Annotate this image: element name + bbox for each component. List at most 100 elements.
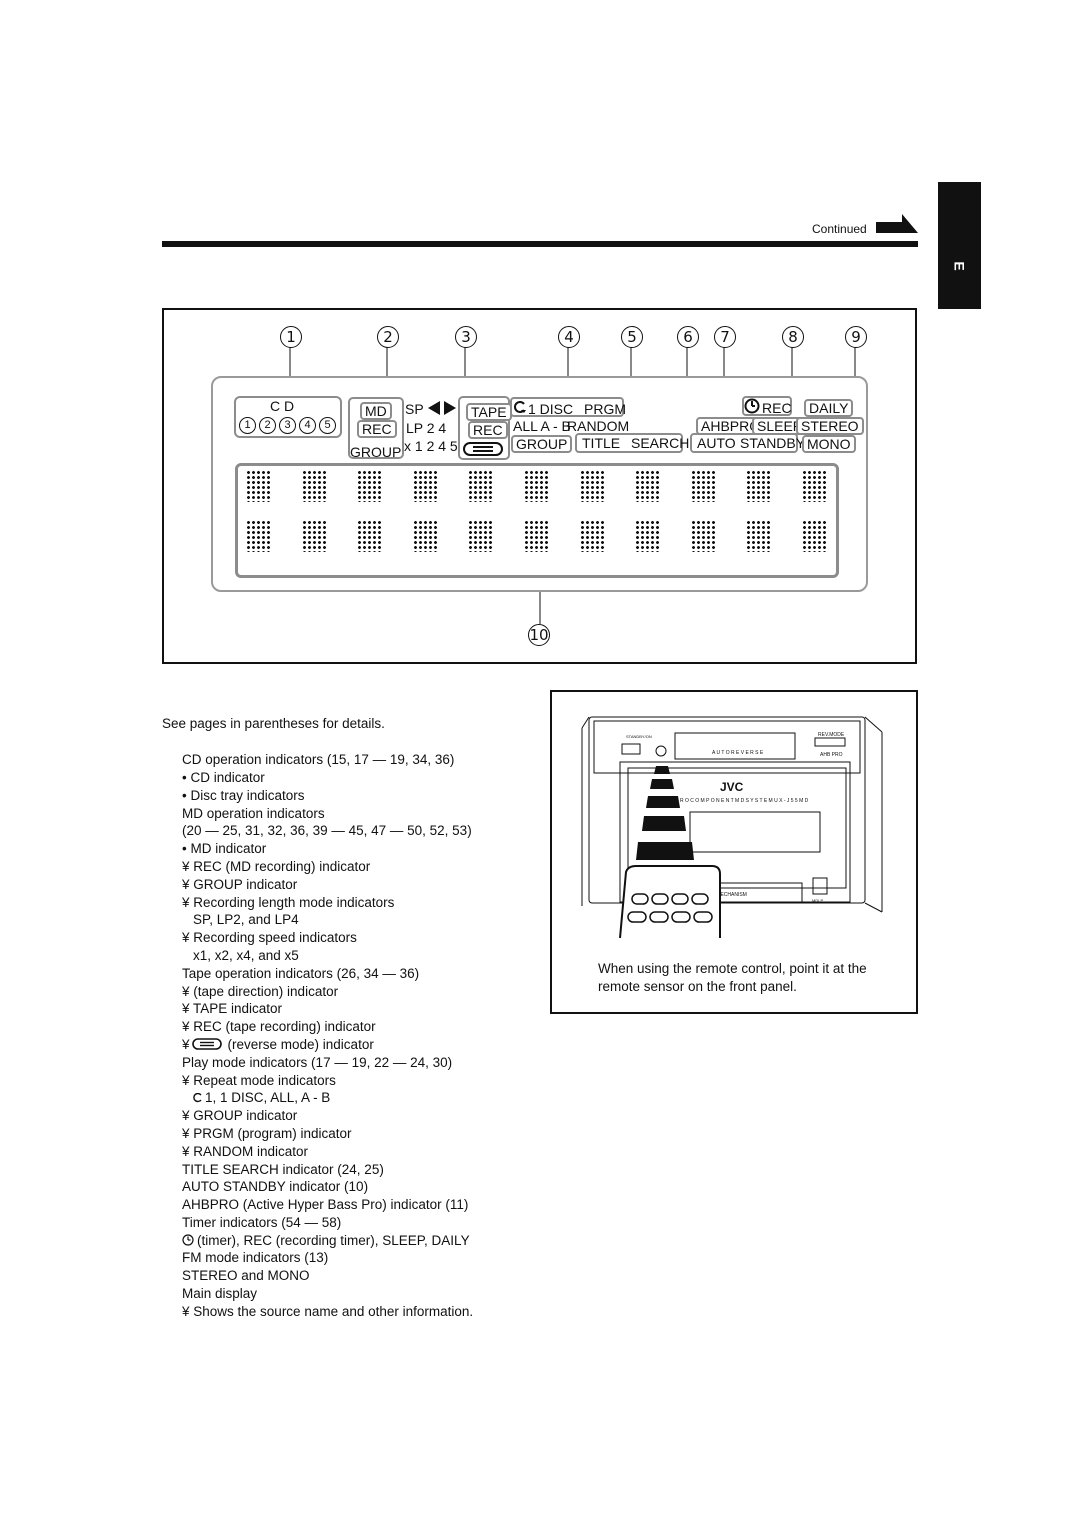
- lp-indicator: LP 2 4: [406, 420, 447, 436]
- detail-line: (timer), REC (recording timer), SLEEP, D…: [182, 1233, 470, 1248]
- detail-line: ¥ Recording length mode indicators: [182, 895, 395, 910]
- dot-cell: [579, 520, 606, 552]
- remote-figure: [550, 690, 918, 1014]
- detail-line: ¥ GROUP indicator: [182, 877, 298, 892]
- detail-line: ¥ Repeat mode indicators: [182, 1073, 336, 1088]
- callout-6: 6: [677, 326, 699, 348]
- detail-line: ¥ Shows the source name and other inform…: [182, 1304, 474, 1319]
- callout-7: 7: [714, 326, 736, 348]
- tape-direction-icon: [428, 401, 456, 415]
- dot-cell: [635, 520, 662, 552]
- dot-cell: [468, 520, 495, 552]
- rev-mode-label: REV.MODE: [818, 732, 845, 738]
- header-rule: [162, 241, 918, 247]
- callout-5: 5: [621, 326, 643, 348]
- mdlp-label: MDLP: [812, 898, 823, 903]
- repeat-icon: [514, 401, 526, 413]
- disc-tray-2: 2: [259, 417, 276, 434]
- detail-line: ¥ REC (MD recording) indicator: [182, 859, 371, 874]
- disc-tray-indicators: 1 2 3 4 5: [239, 417, 336, 434]
- detail-line: Main display: [182, 1286, 258, 1301]
- dot-cell: [246, 520, 272, 552]
- dot-cell: [468, 470, 495, 502]
- repeat-indicator-box: [510, 397, 624, 417]
- one-disc-indicator: 1 DISC: [528, 401, 574, 417]
- detail-line: • Disc tray indicators: [182, 788, 305, 803]
- md-indicator: MD: [360, 402, 392, 420]
- md-indicator-box: [348, 397, 404, 459]
- detail-line: • CD indicator: [182, 770, 265, 785]
- callout-1: 1: [280, 326, 302, 348]
- all-ab-indicator: ALL A - B: [513, 418, 571, 434]
- detail-line: Tape operation indicators (26, 34 — 36): [182, 966, 420, 981]
- auto-indicator: AUTO: [697, 435, 736, 451]
- disc-tray-4: 4: [299, 417, 316, 434]
- ahbpro-indicator: AHBPRO: [696, 417, 766, 435]
- continued-label: Continued: [812, 222, 867, 236]
- detail-line: AUTO STANDBY indicator (10): [182, 1179, 369, 1194]
- ahb-pro-label: AHB PRO: [820, 752, 843, 758]
- detail-line: ¥ PRGM (program) indicator: [182, 1126, 352, 1141]
- timer-rec-box: [742, 396, 792, 416]
- display-figure: [162, 308, 917, 664]
- prgm-indicator: PRGM: [584, 401, 626, 417]
- daily-indicator: DAILY: [804, 399, 854, 417]
- standby-label: STANDBY/ON: [626, 734, 652, 739]
- continued-arrow-icon: [876, 214, 918, 233]
- timer-icon: [182, 1234, 194, 1246]
- dot-cell: [635, 470, 662, 502]
- dot-cell: [746, 470, 773, 502]
- auto-reverse-label: A U T O R E V E R S E: [712, 750, 764, 756]
- callout-9: 9: [845, 326, 867, 348]
- mechanism-label: ING MECHANISM: [706, 892, 747, 898]
- dot-cell: [690, 470, 717, 502]
- detail-line: 1, 1 DISC, ALL, A - B: [193, 1090, 330, 1105]
- language-tab-label: E: [951, 261, 968, 271]
- brand-logo: JVC: [720, 780, 744, 794]
- detail-line: ¥ Recording speed indicators: [182, 930, 357, 945]
- callout-2: 2: [377, 326, 399, 348]
- detail-line: • MD indicator: [182, 841, 267, 856]
- dot-cell: [412, 470, 439, 502]
- random-indicator: RANDOM: [567, 418, 630, 434]
- detail-line: STEREO and MONO: [182, 1268, 310, 1283]
- reverse-mode-icon: [463, 442, 503, 456]
- dot-cell: [690, 520, 717, 552]
- tape-rec-indicator: REC: [468, 421, 508, 439]
- detail-line: (20 — 25, 31, 32, 36, 39 — 45, 47 — 50, …: [182, 823, 472, 838]
- detail-line-text: (timer), REC (recording timer), SLEEP, D…: [197, 1233, 470, 1248]
- dot-cell: [523, 470, 550, 502]
- cd-indicator: C D: [270, 398, 295, 414]
- dot-cell: [246, 470, 272, 502]
- detail-line: ¥ REC (tape recording) indicator: [182, 1019, 376, 1034]
- callout-10: 10: [528, 624, 550, 646]
- callout-8: 8: [782, 326, 804, 348]
- standby-indicator: STANDBY: [740, 435, 806, 451]
- detail-line: ¥ TAPE indicator: [182, 1001, 283, 1016]
- detail-line: TITLE SEARCH indicator (24, 25): [182, 1162, 384, 1177]
- detail-line: ¥ (tape direction) indicator: [182, 984, 339, 999]
- dot-cell: [301, 520, 328, 552]
- detail-line: AHBPRO (Active Hyper Bass Pro) indicator…: [182, 1197, 469, 1212]
- md-rec-indicator: REC: [357, 420, 397, 438]
- disc-tray-1: 1: [239, 417, 256, 434]
- title-search-box: [575, 433, 683, 453]
- detail-line: Play mode indicators (17 — 19, 22 — 24, …: [182, 1055, 453, 1070]
- detail-line: ¥ RANDOM indicator: [182, 1144, 309, 1159]
- timer-icon: [744, 398, 760, 414]
- tape-indicator-box: [458, 396, 510, 460]
- callout-3: 3: [455, 326, 477, 348]
- speed-indicator: x 1 2 4 5: [404, 438, 458, 454]
- sp-indicator: SP: [405, 401, 424, 417]
- dot-matrix-grid: [246, 470, 828, 552]
- timer-rec-indicator: REC: [762, 400, 792, 416]
- detail-line: ¥(reverse mode) indicator: [182, 1037, 374, 1052]
- search-indicator: SEARCH: [631, 435, 690, 451]
- remote-caption: When using the remote control, point it …: [598, 961, 867, 994]
- dot-cell: [301, 470, 328, 502]
- stereo-indicator: STEREO: [796, 417, 864, 435]
- detail-line: FM mode indicators (13): [182, 1250, 329, 1265]
- disc-tray-5: 5: [319, 417, 336, 434]
- detail-line: SP, LP2, and LP4: [193, 912, 299, 927]
- detail-line: x1, x2, x4, and x5: [193, 948, 299, 963]
